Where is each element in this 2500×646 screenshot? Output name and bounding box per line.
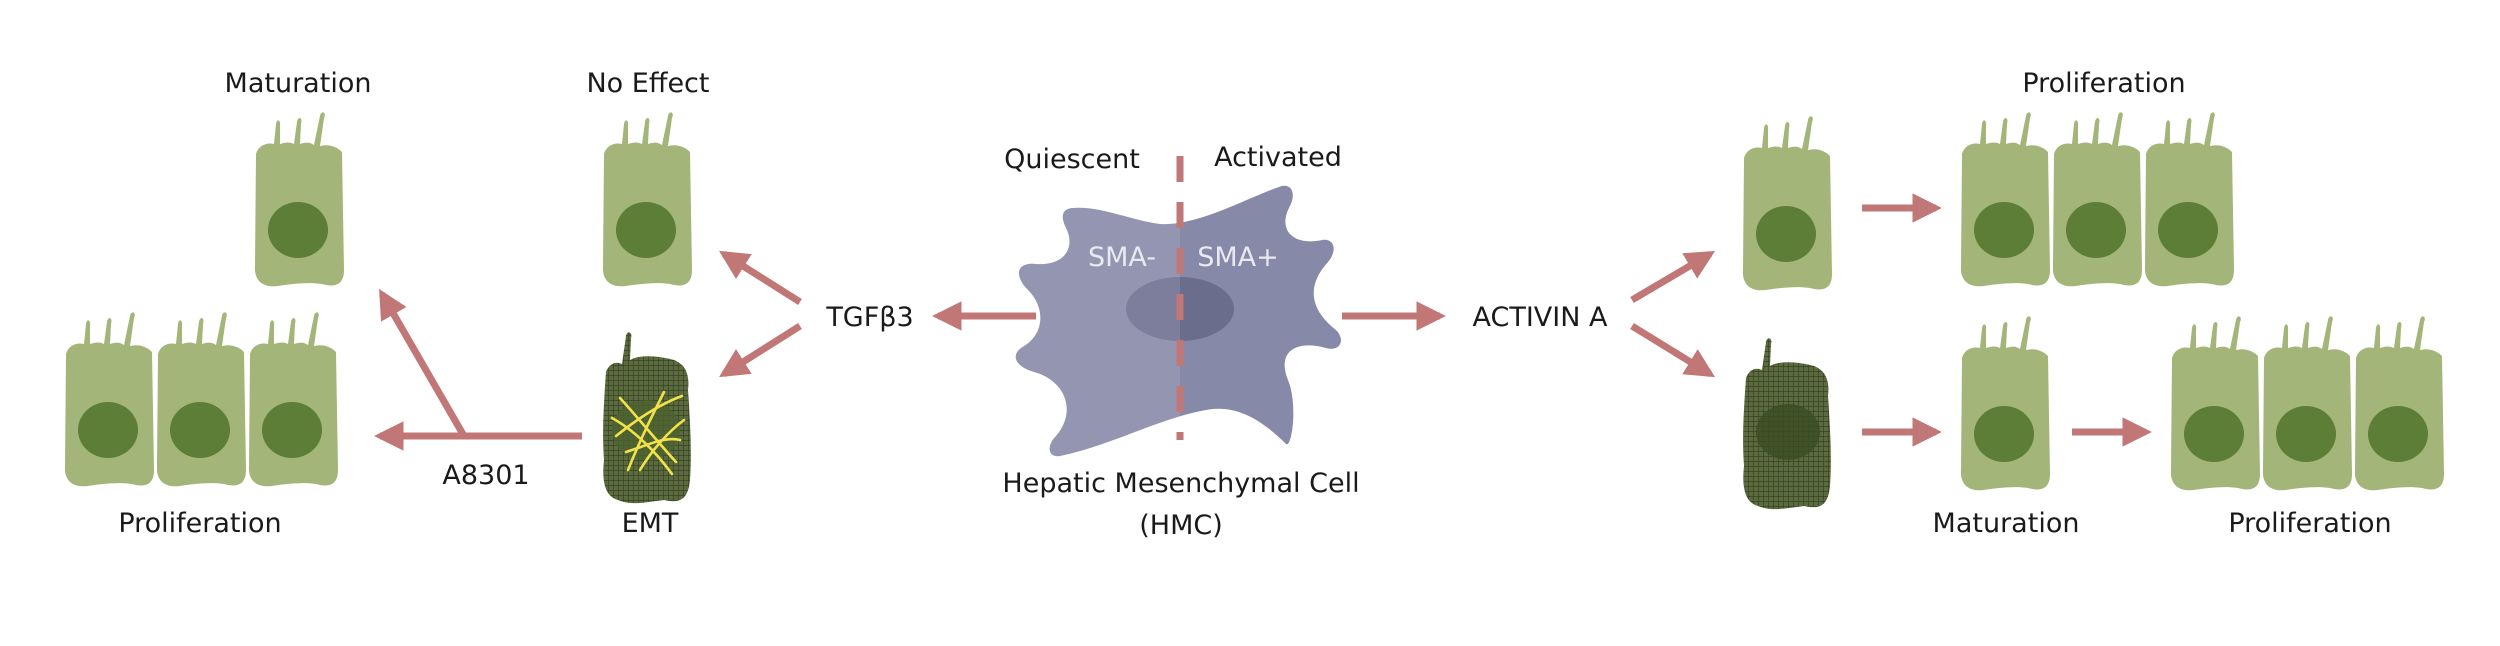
hmc-body-right: [1180, 185, 1341, 445]
arrow-tgfb3-to-noeffect: [719, 250, 802, 305]
hmc-body-left: [1015, 207, 1180, 457]
maturation-cell-right: [1960, 316, 2050, 491]
maturation-label-left: Maturation: [225, 68, 372, 99]
sma-minus-label: SMA-: [1088, 242, 1156, 273]
tgfb3-label: TGFβ3: [825, 302, 913, 333]
emt-label: EMT: [622, 508, 679, 539]
sma-plus-label: SMA+: [1197, 242, 1279, 273]
hmc-subtitle: (HMC): [1139, 510, 1223, 541]
activin-cell-top: [1742, 116, 1832, 291]
left-branch: TGFβ3 A8301 Maturation No Effect EMT Pro…: [64, 68, 914, 539]
hmc-group: Quiescent Activated SMA- SMA+ Hepatic Me…: [1002, 142, 1359, 541]
proliferation-cells-bottom: [2170, 316, 2444, 491]
proliferation-label-left: Proliferation: [118, 508, 281, 539]
activated-label: Activated: [1214, 142, 1342, 173]
emt-cell-right: [1743, 338, 1831, 510]
proliferation-label-bottom: Proliferation: [2228, 508, 2391, 539]
emt-fibers-icon: [610, 390, 686, 476]
arrow-a8301-to-maturation: [378, 288, 468, 438]
proliferation-cells-left: [64, 312, 338, 487]
maturation-label-right: Maturation: [1933, 508, 2080, 539]
hmc-title: Hepatic Mesenchymal Cell: [1002, 468, 1359, 499]
activin-a-label: ACTIVIN A: [1473, 302, 1609, 333]
no-effect-cell: [602, 112, 692, 287]
proliferation-cells-top: [1960, 112, 2234, 287]
hmc-cell-left-half: [1015, 207, 1180, 457]
no-effect-label: No Effect: [586, 68, 709, 99]
mature-cell-left: [254, 112, 344, 287]
emt-cell-left: [603, 332, 691, 504]
arrow-tgfb3-to-emt: [719, 323, 802, 378]
arrows: [374, 193, 2152, 451]
quiescent-label: Quiescent: [1004, 144, 1140, 175]
proliferation-label-top: Proliferation: [2022, 68, 2185, 99]
hmc-cell-right-half: [1180, 185, 1341, 445]
arrow-activin-to-emt: [1630, 323, 1716, 378]
arrow-activin-to-cell: [1630, 250, 1716, 304]
a8301-label: A8301: [442, 460, 529, 491]
right-branch: ACTIVIN A Proliferation Maturation Proli…: [1473, 68, 2444, 539]
